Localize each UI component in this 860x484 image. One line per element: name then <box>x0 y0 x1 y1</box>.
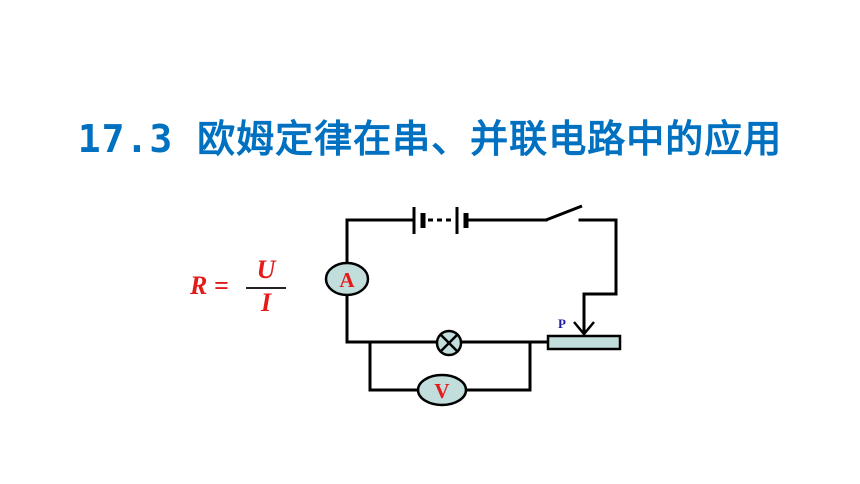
battery-icon <box>412 207 469 234</box>
switch-icon <box>545 204 583 222</box>
page-title: 17.3 欧姆定律在串、并联电路中的应用 <box>77 117 783 161</box>
ammeter-label: A <box>339 268 355 292</box>
lamp-icon <box>435 329 463 357</box>
voltmeter-icon: V <box>416 373 468 407</box>
ammeter-icon: A <box>324 261 370 297</box>
formula-lhs: R = <box>190 271 229 300</box>
slider-arrow-icon <box>573 321 595 336</box>
fraction-bar <box>246 287 286 289</box>
rheostat-icon <box>546 334 622 351</box>
slider-label: P <box>558 316 566 331</box>
circuit-wires <box>345 218 618 392</box>
formula-fraction: U I <box>244 255 288 319</box>
voltmeter-label: V <box>434 379 449 403</box>
formula-numerator: U <box>256 255 276 284</box>
formula-denominator: I <box>260 288 272 317</box>
